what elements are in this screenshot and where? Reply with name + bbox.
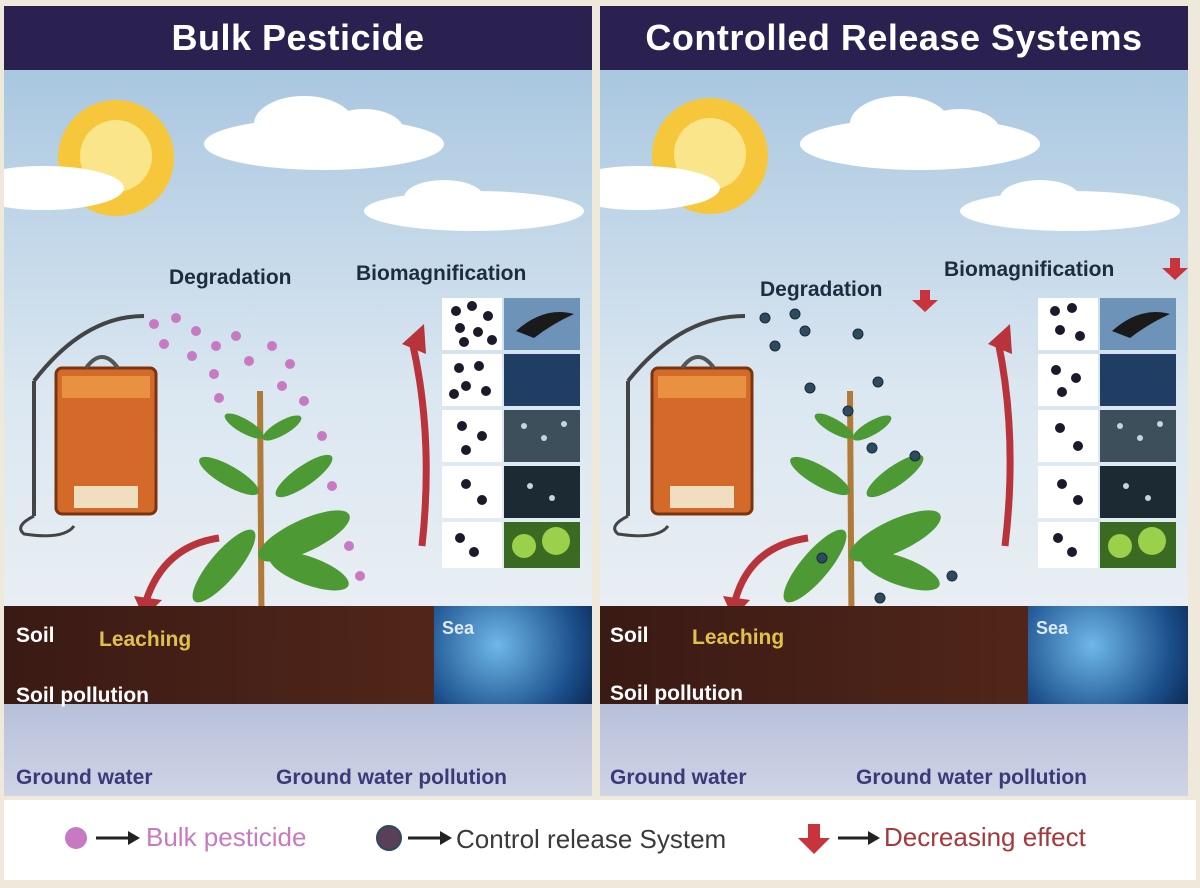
sprayer-hose [19, 514, 76, 538]
biomagnification-label: Biomagnification [356, 262, 527, 285]
biomagnification-chain [442, 298, 580, 568]
legend: Bulk pesticide Control release System De… [4, 800, 1196, 880]
ground-water-pollution-label: Ground water pollution [856, 766, 1087, 789]
soil-label: Soil [16, 624, 55, 647]
ground-water-label: Ground water [16, 766, 153, 789]
ground-water-layer [600, 704, 1188, 796]
sea-label: Sea [442, 618, 475, 638]
bulk-scene-graphic [4, 96, 584, 759]
sea-label: Sea [1036, 618, 1069, 638]
biomagnification-arrow [994, 340, 1014, 547]
legend-control-label: Control release System [456, 824, 727, 854]
biomagnification-chain [1038, 298, 1176, 568]
plant-leaves [783, 413, 941, 603]
panel-title: Bulk Pesticide [4, 6, 592, 70]
cloud-icon [4, 96, 584, 231]
soil-pollution-label: Soil pollution [610, 682, 743, 705]
sea-image [1028, 606, 1188, 704]
plant-leaves [192, 413, 350, 603]
sprayer-hose [613, 514, 670, 538]
crs-particles [759, 308, 958, 604]
runoff-arrow [731, 534, 809, 602]
spray-wand [32, 314, 145, 516]
ground-water-pollution-label: Ground water pollution [276, 766, 507, 789]
bird-icon [1112, 312, 1170, 338]
panel-title: Controlled Release Systems [600, 6, 1188, 70]
bulk-pesticide-dot-icon [65, 827, 87, 849]
leaching-label: Leaching [99, 628, 192, 651]
ground-water-layer [4, 704, 592, 796]
crs-scene-graphic [600, 96, 1188, 792]
cloud-icon [600, 96, 1180, 231]
ground-water-label: Ground water [610, 766, 747, 789]
controlled-release-panel: Controlled Release Systems [600, 6, 1188, 796]
degradation-label: Degradation [169, 266, 292, 289]
runoff-arrow [142, 534, 220, 603]
legend-decreasing-label: Decreasing effect [884, 822, 1086, 852]
leaching-label: Leaching [692, 626, 785, 649]
control-release-dot-icon [376, 825, 402, 851]
soil-pollution-label: Soil pollution [16, 684, 149, 707]
decreasing-arrow-icon [798, 824, 830, 854]
sprayer-tank-icon [54, 355, 158, 516]
degradation-label: Degradation [760, 278, 883, 301]
biomagnification-label: Biomagnification [944, 258, 1115, 281]
legend-symbols [65, 824, 880, 854]
biomagnification-arrow [408, 340, 430, 547]
legend-bulk-label: Bulk pesticide [146, 822, 307, 852]
sprayer-tank-icon [650, 355, 754, 516]
soil-label: Soil [610, 624, 649, 647]
bird-icon [516, 312, 574, 338]
bulk-pesticide-panel: Bulk Pesticide [4, 6, 592, 796]
sea-image [434, 606, 592, 704]
spray-wand [626, 314, 746, 516]
